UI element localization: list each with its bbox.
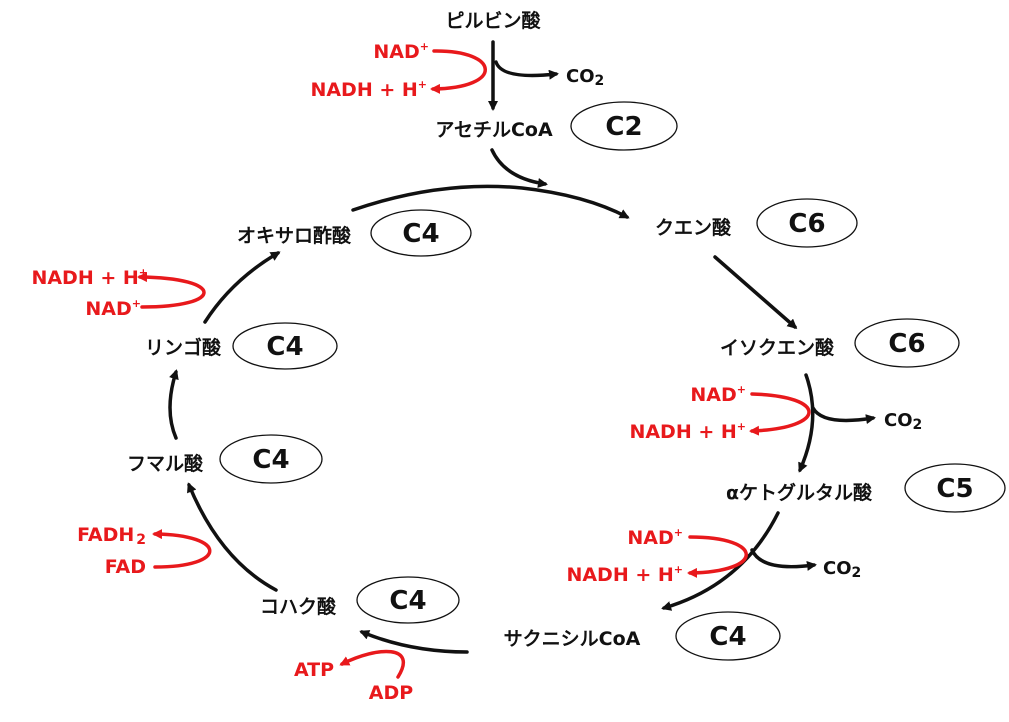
arrow-acetylcoa-in [490,148,548,188]
label-fumarate: フマル酸 [127,452,204,475]
arrow-nad-reduction-3 [687,535,748,578]
label-malate: リンゴ酸 [145,336,222,359]
label-isocitrate: イソクエン酸 [720,336,835,359]
arrow-citrate-to-isocitrate [713,255,798,329]
label-succinylcoa: サクニシルCoA [504,628,641,650]
carbon-oval-alphakg [904,463,1006,513]
co2-label-1: CO2 [566,66,604,89]
carbon-oval-oxaloacetate [370,209,472,257]
carbon-count-succinate: C4 [389,586,426,616]
arrow-nad-reduction-1 [430,49,487,94]
arrow-nad-reduction-2 [749,392,811,436]
nadh-label-1: NADH + H+ [310,78,427,101]
nad-label-3: NAD+ [627,526,683,549]
nadh-label-malate: NADH + H+ [31,266,148,289]
carbon-count-malate: C4 [266,332,303,362]
arrow-oxaloacetate-to-citrate [351,184,630,219]
arrow-succinylcoa-to-succinate [359,630,469,654]
carbon-count-succinylcoa: C4 [709,622,746,652]
fad-label: FAD [105,556,146,578]
carbon-count-acetylcoa: C2 [605,112,642,142]
atp-label: ATP [294,659,334,681]
arrow-co2-release-3 [750,548,817,571]
label-citrate: クエン酸 [655,216,732,239]
carbon-oval-malate [232,322,338,370]
label-alphakg: αケトグルタル酸 [726,481,873,504]
co2-label-2: CO2 [884,410,922,433]
carbon-oval-succinate [356,576,460,624]
carbon-oval-fumarate [219,434,323,484]
arrow-co2-release-2 [811,406,876,425]
arrow-fad-reduction [152,529,212,569]
arrow-nad-reduction-malate [137,272,206,309]
label-pyruvate: ピルビン酸 [445,9,541,32]
carbon-oval-isocitrate [854,318,960,368]
arrow-isocitrate-to-alphakg [798,373,815,473]
carbon-count-citrate: C6 [788,209,825,239]
nad-label-1: NAD+ [373,40,429,63]
co2-label-3: CO2 [823,558,861,581]
nadh-label-3: NADH + H+ [566,563,683,586]
nadh-label-2: NADH + H+ [629,420,746,443]
carbon-count-oxaloacetate: C4 [402,219,439,249]
carbon-count-alphakg: C5 [936,474,973,504]
arrow-succinate-to-fumarate [187,482,278,592]
label-oxaloacetate: オキサロ酢酸 [237,224,352,247]
carbon-oval-acetylcoa [570,101,678,151]
adp-label: ADP [369,682,413,704]
arrow-co2-release-1 [494,60,559,80]
nad-label-2: NAD+ [690,383,746,406]
carbon-oval-succinylcoa [675,611,781,661]
arrow-alphakg-to-succinylcoa [661,511,780,611]
nad-label-malate: NAD+ [85,297,141,320]
arrow-fumarate-to-malate [168,369,179,440]
arrow-atp-synthesis [339,649,406,679]
arrow-malate-to-oxaloacetate [203,251,281,324]
carbon-count-isocitrate: C6 [888,329,925,359]
label-succinate: コハク酸 [260,595,337,618]
carbon-count-fumarate: C4 [252,445,289,475]
label-acetylcoa: アセチルCoA [435,119,553,141]
carbon-oval-citrate [756,198,858,248]
